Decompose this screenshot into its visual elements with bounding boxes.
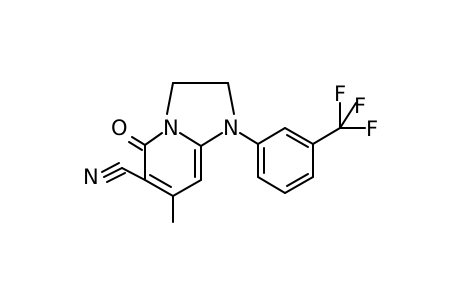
nitrile-nitrogen-label: N <box>83 165 99 189</box>
bond-ar-c4-c5-inner <box>286 173 309 187</box>
bond-c6-c7 <box>144 179 174 197</box>
bond-ar-c2-c3 <box>284 127 314 145</box>
bond-ar-c4-c5 <box>284 176 314 194</box>
fluorine-bottom-label: F <box>366 117 378 141</box>
fluorine-right-label: F <box>354 94 366 118</box>
bond-n1-aryl <box>239 132 259 145</box>
ring-nitrogen-label: N <box>163 116 179 140</box>
bond-ar-cf3 <box>312 127 341 145</box>
bond-n4-c8a <box>179 132 202 147</box>
bond-ch2-n1 <box>227 82 235 115</box>
bond-c5-o <box>131 136 146 146</box>
bond-ar-c2-c3-inner <box>286 134 309 148</box>
bond-n1-c8a <box>200 132 223 147</box>
bond-c-n-triple-1 <box>103 167 123 178</box>
bond-c6-cn <box>121 167 146 181</box>
bond-ar-c1-c2 <box>257 127 286 145</box>
bond-c-f-right <box>339 102 357 129</box>
amine-nitrogen-label: N <box>223 116 239 140</box>
bond-c7-c8 <box>172 179 202 197</box>
bond-c-n-triple-3 <box>106 172 126 183</box>
bond-ar-c5-c6 <box>257 176 286 194</box>
bond-n4-c5 <box>144 132 163 146</box>
fluorine-top-label: F <box>334 82 346 106</box>
bond-c6-c7-inner <box>149 174 172 188</box>
oxygen-label: O <box>111 116 128 140</box>
bond-c5-o-second <box>128 141 143 151</box>
bond-ch2-n4 <box>166 82 174 115</box>
bond-c-n-triple-2 <box>101 162 120 173</box>
